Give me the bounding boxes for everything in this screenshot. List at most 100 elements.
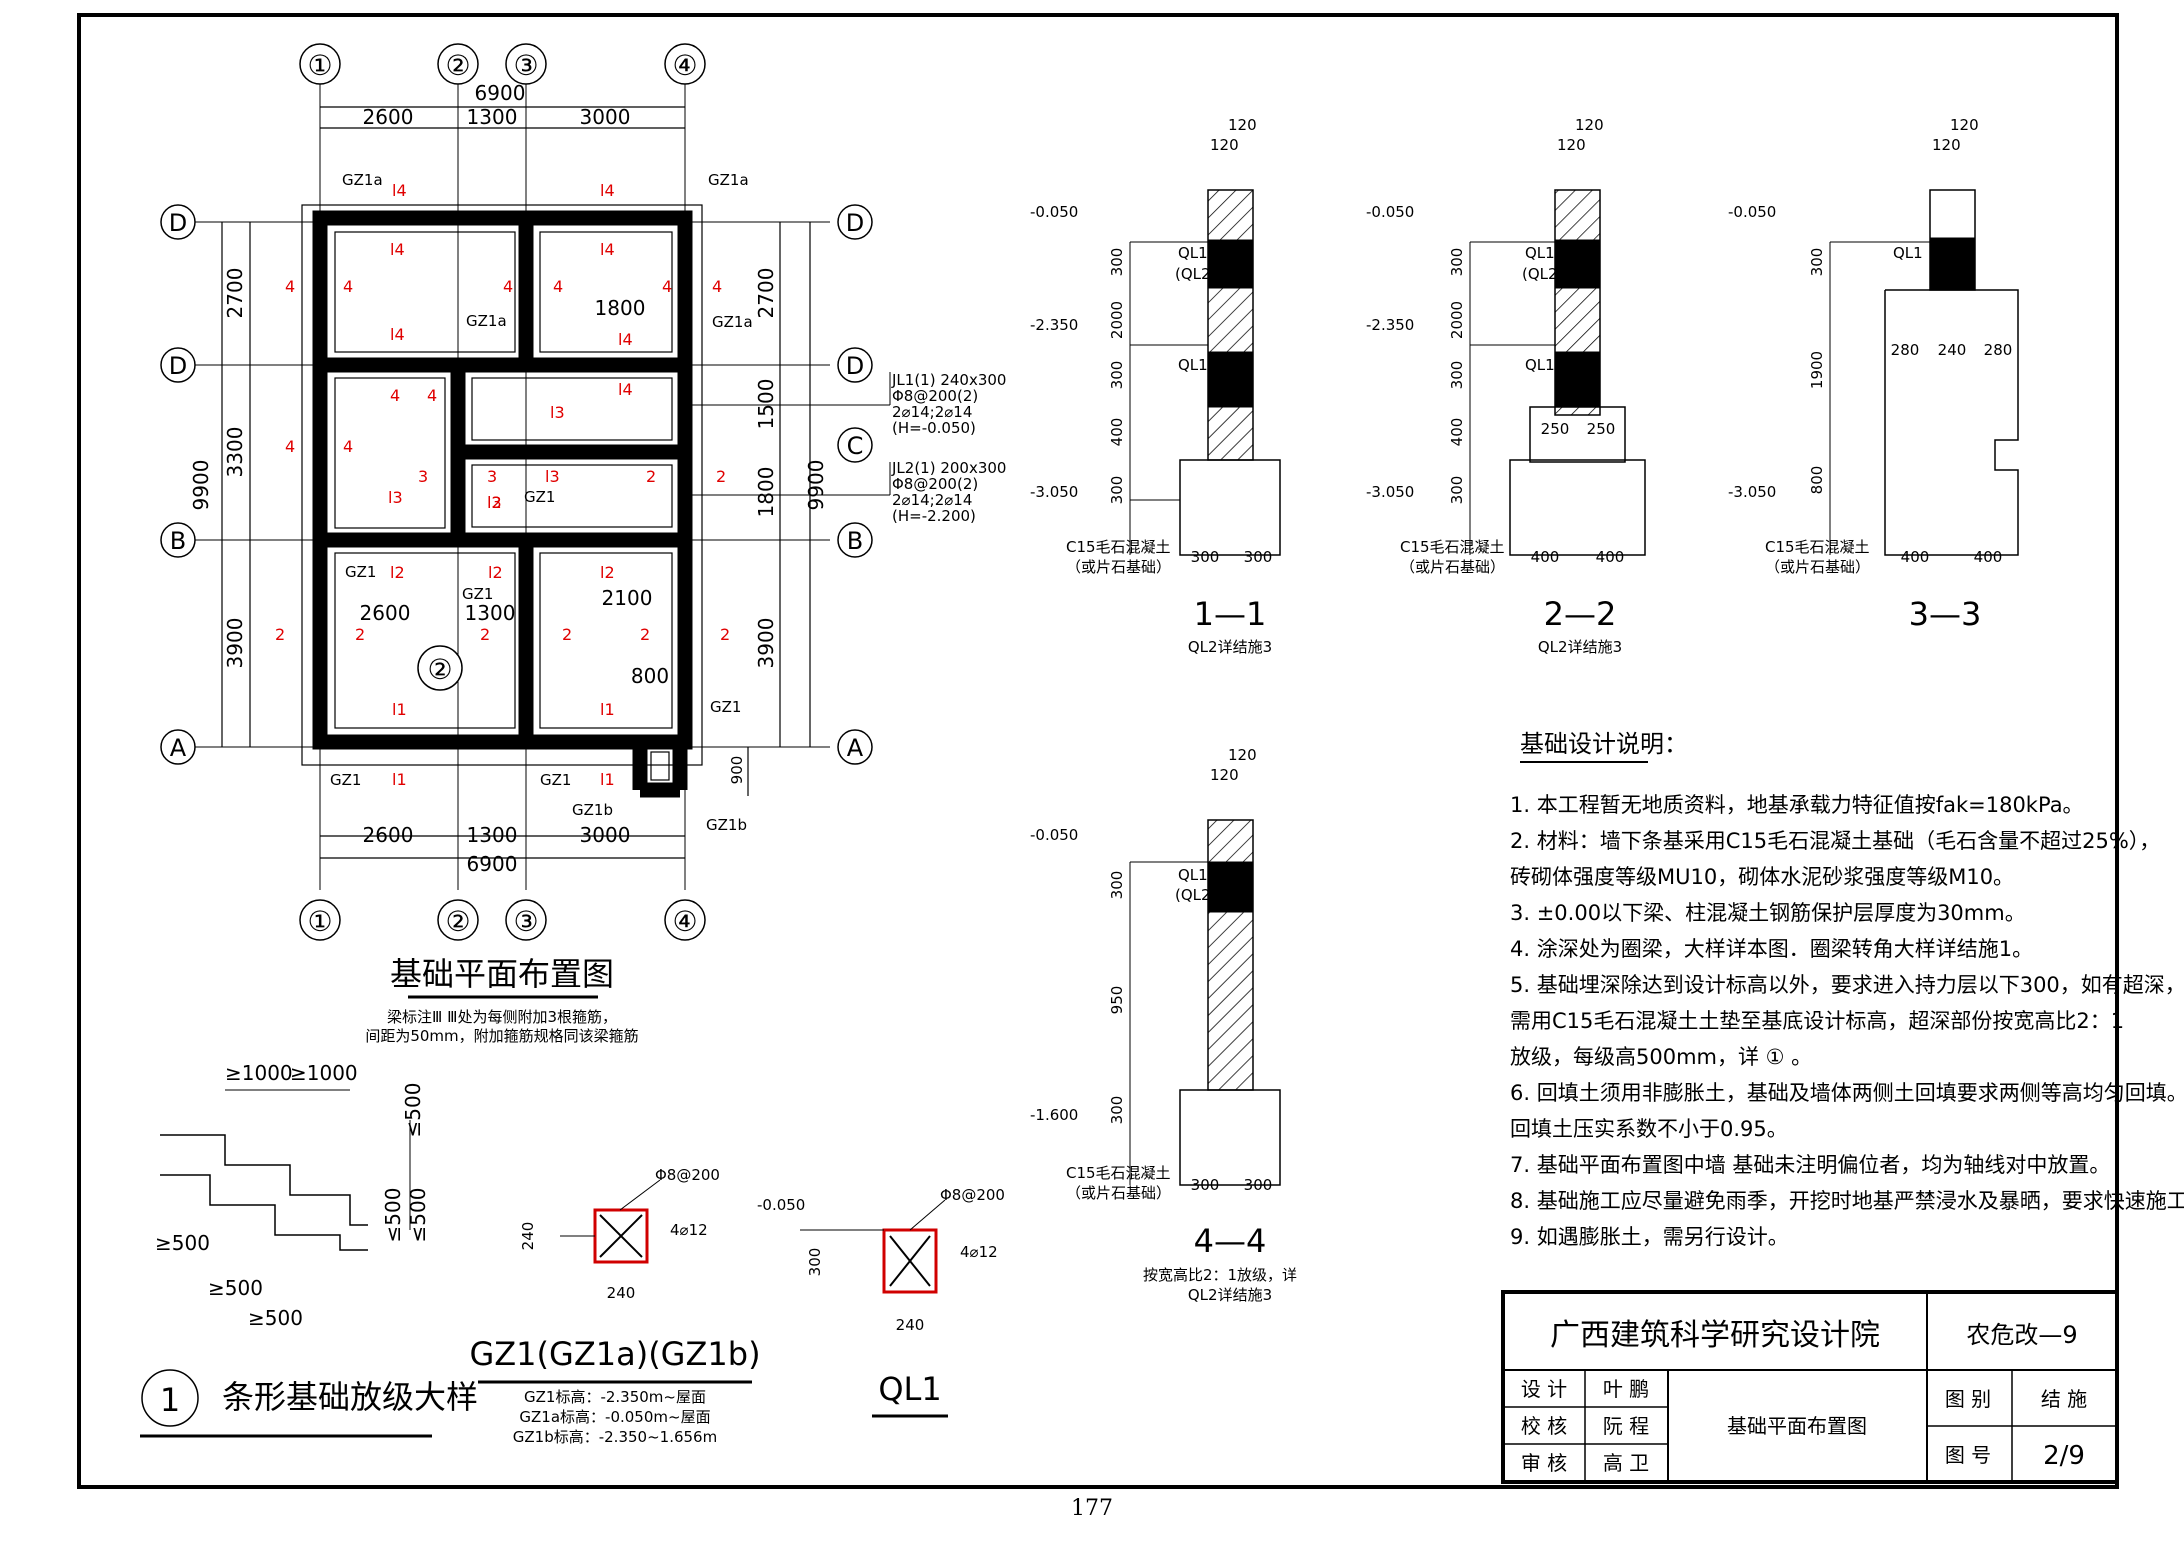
- note-item: 需用C15毛石混凝土土垫至基底设计标高，超深部份按宽高比2：1: [1510, 1009, 2124, 1033]
- detail-s1: ≥500: [155, 1231, 210, 1255]
- red-label: l2: [600, 563, 615, 582]
- s2-elev-3: -3.050: [1366, 483, 1414, 501]
- s1-ql1b: QL1: [1178, 356, 1208, 374]
- s1-d1: 300: [1108, 248, 1126, 277]
- gz1-label-2: GZ1: [345, 563, 376, 581]
- gz-column-text: Φ8@200 4⌀12 240 240 GZ1(GZ1a)(GZ1b) GZ1标…: [469, 1166, 760, 1446]
- red-label: 4: [343, 277, 353, 296]
- red-label: 4: [390, 386, 400, 405]
- s4-b1: 300: [1191, 1176, 1220, 1194]
- s1-label: 1—1: [1194, 595, 1267, 633]
- name-check: 阮 程: [1603, 1414, 1649, 1438]
- s4-elev-3: -1.600: [1030, 1106, 1078, 1124]
- dim-top-3: 3000: [580, 105, 631, 129]
- axis-D-left: D: [169, 209, 187, 237]
- red-label: l4: [390, 240, 405, 259]
- s2-elev-2: -2.350: [1366, 316, 1414, 334]
- s1-material-1: C15毛石混凝土: [1066, 538, 1171, 556]
- s1-b1: 300: [1191, 548, 1220, 566]
- red-label: 2: [640, 625, 650, 644]
- s2-top: 120: [1575, 116, 1604, 134]
- red-label: 2: [562, 625, 572, 644]
- gz1-label-3: GZ1: [462, 585, 493, 603]
- dim-left-1: 2700: [223, 268, 247, 319]
- note-item: 1. 本工程暂无地质资料，地基承载力特征值按fak=180kPa。: [1510, 793, 2084, 817]
- note-item: 回填土压实系数不小于0.95。: [1510, 1117, 1788, 1141]
- s1-elev-3: -3.050: [1030, 483, 1078, 501]
- s4-top2: 120: [1210, 766, 1239, 784]
- foundation-plan: [195, 80, 830, 890]
- s1-ql1: QL1: [1178, 244, 1208, 262]
- s3-w2: 240: [1938, 341, 1967, 359]
- dim-left-2: 3300: [223, 427, 247, 478]
- s3-ql1: QL1: [1893, 244, 1923, 262]
- gz-title: GZ1(GZ1a)(GZ1b): [469, 1335, 760, 1373]
- gz1-label-5: GZ1: [330, 771, 361, 789]
- red-label: l3: [550, 403, 565, 422]
- s4-d1: 300: [1108, 871, 1126, 900]
- s2-d3: 300: [1448, 361, 1466, 390]
- s2-d2: 2000: [1448, 301, 1466, 339]
- dim-right-5: 900: [728, 756, 746, 785]
- s2-label: 2—2: [1544, 595, 1617, 633]
- beam-callouts: JL1(1) 240x300 Φ8@200(2) 2⌀14;2⌀14 (H=-0…: [685, 371, 1006, 525]
- gz-rebar: Φ8@200: [655, 1166, 720, 1184]
- s3-d2: 1900: [1808, 351, 1826, 389]
- detail-h1: ≤500: [401, 1083, 425, 1138]
- plan-dimensions: 6900 2600 1300 3000 2600 1300 3000 6900 …: [189, 81, 828, 876]
- red-label: l2: [390, 563, 405, 582]
- s3-b1: 400: [1901, 548, 1930, 566]
- axis-B-right: B: [847, 527, 863, 555]
- s1-d4: 400: [1108, 418, 1126, 447]
- note-item: 5. 基础埋深除达到设计标高以外，要求进入持力层以下300，如有超深，: [1510, 973, 2184, 997]
- red-label: 4: [712, 277, 722, 296]
- jl1-line1: JL1(1) 240x300: [891, 371, 1006, 389]
- name-design: 叶 鹏: [1603, 1377, 1649, 1401]
- plan-title: 基础平面布置图: [390, 955, 614, 993]
- red-label: 4: [553, 277, 563, 296]
- step-footing-detail-text: ≥1000 ≥1000 ≤500 ≤500 ≤500 ≥500 ≥500 ≥50…: [140, 1061, 478, 1438]
- s3-b2: 400: [1974, 548, 2003, 566]
- detail-s3: ≥500: [248, 1306, 303, 1330]
- note-item: 2. 材料：墙下条基采用C15毛石混凝土基础（毛石含量不超过25%），: [1510, 829, 2160, 853]
- axis-1-bottom: ①: [307, 905, 332, 938]
- axis-1-top: ①: [307, 49, 332, 82]
- s3-elev-1: -0.050: [1728, 203, 1776, 221]
- red-label: l4: [392, 181, 407, 200]
- section-4-4-text: 120 120 -0.050 -1.600 300 950 300 QL1 (Q…: [1030, 746, 1297, 1304]
- sheet-border: [77, 13, 2119, 1489]
- red-label: l1: [392, 770, 407, 789]
- detail-s2: ≥500: [208, 1276, 263, 1300]
- red-label: 2: [646, 467, 656, 486]
- s2-step-2: 250: [1587, 420, 1616, 438]
- notes-heading: 基础设计说明：: [1520, 730, 1688, 758]
- s4-b2: 300: [1244, 1176, 1273, 1194]
- s2-d1: 300: [1448, 248, 1466, 277]
- section-1-1: [1129, 189, 1281, 556]
- s4-elev-1: -0.050: [1030, 826, 1078, 844]
- design-notes: 基础设计说明： 1. 本工程暂无地质资料，地基承载力特征值按fak=180kPa…: [1510, 730, 2184, 1249]
- s3-top2: 120: [1932, 136, 1961, 154]
- role-design: 设 计: [1521, 1377, 1567, 1401]
- jl1-line4: (H=-0.050): [892, 419, 976, 437]
- s4-material-2: （或片石基础）: [1066, 1184, 1171, 1202]
- drawing-name: 基础平面布置图: [1727, 1414, 1867, 1438]
- dim-inner-2600: 2600: [360, 601, 411, 625]
- gz1b-label-1: GZ1b: [572, 801, 613, 819]
- s2-sub: QL2详结施3: [1538, 638, 1622, 656]
- s1-elev-1: -0.050: [1030, 203, 1078, 221]
- dim-left-total: 9900: [189, 460, 213, 511]
- axis-bubbles: ① ② ③ ④ ① ② ③ ④ D D B A D D C B A: [160, 43, 873, 941]
- s2-b1: 400: [1531, 548, 1560, 566]
- red-label: 2: [275, 625, 285, 644]
- s4-material-1: C15毛石混凝土: [1066, 1164, 1171, 1182]
- s3-d3: 800: [1808, 466, 1826, 495]
- jl2-line3: 2⌀14;2⌀14: [892, 491, 972, 509]
- note-item: 3. ±0.00以下梁、柱混凝土钢筋保护层厚度为30mm。: [1510, 901, 2026, 925]
- jl2-line1: JL2(1) 200x300: [891, 459, 1006, 477]
- jl1-line2: Φ8@200(2): [892, 387, 978, 405]
- red-label: 4: [285, 277, 295, 296]
- red-label: l3: [487, 493, 502, 512]
- s1-d3: 300: [1108, 361, 1126, 390]
